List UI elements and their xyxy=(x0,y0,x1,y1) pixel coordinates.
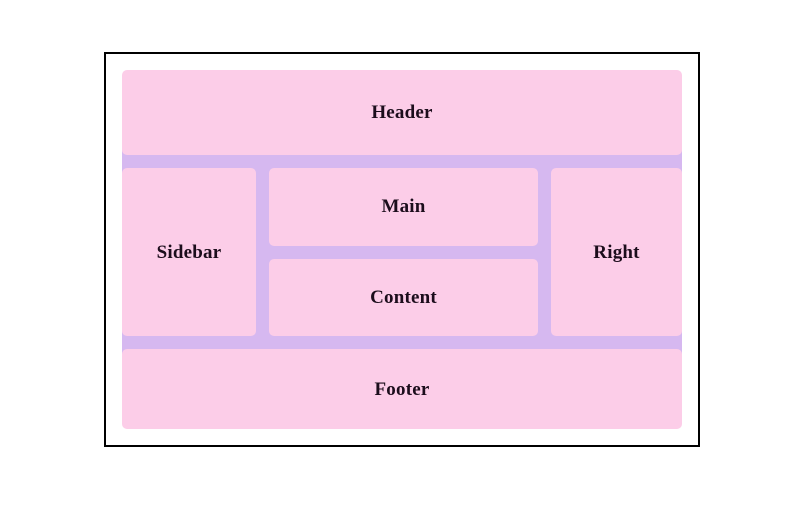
header-label: Header xyxy=(371,102,433,123)
content-label: Content xyxy=(370,286,437,308)
grid-area-main: Main xyxy=(269,168,538,246)
main-label: Main xyxy=(381,196,426,218)
right-label: Right xyxy=(593,241,640,263)
grid-area-footer: Footer xyxy=(122,349,682,429)
grid-area-header: Header xyxy=(122,70,682,155)
sidebar-label: Sidebar xyxy=(156,241,222,263)
grid-area-right: Right xyxy=(551,168,682,336)
footer-label: Footer xyxy=(374,378,430,400)
grid-area-sidebar: Sidebar xyxy=(122,168,256,336)
grid-area-content: Content xyxy=(269,258,538,336)
outer-frame: Header Sidebar Main Content Right Footer xyxy=(104,52,700,447)
grid-container: Header Sidebar Main Content Right Footer xyxy=(122,70,682,429)
